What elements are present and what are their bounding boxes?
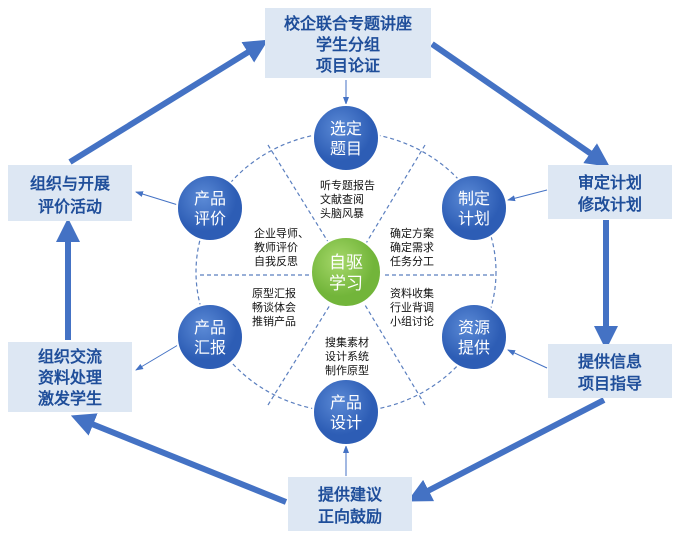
svg-text:组织与开展评价活动: 组织与开展评价活动	[30, 174, 111, 216]
node-product-evaluate: 产品评价	[176, 174, 244, 242]
activities-select: 听专题报告文献查阅头脑风暴	[320, 178, 375, 220]
box-right-top: 审定计划修改计划	[548, 165, 672, 219]
node-make-plan: 制定计划	[440, 174, 508, 242]
activities-evaluate: 企业导师、教师评价自我反思	[254, 226, 309, 268]
box-bottom: 提供建议正向鼓励	[288, 477, 412, 531]
box-left-bottom: 组织交流资料处理激发学生	[8, 342, 132, 412]
svg-text:选定题目: 选定题目	[330, 119, 362, 158]
svg-text:自驱学习: 自驱学习	[329, 253, 363, 294]
svg-text:审定计划修改计划: 审定计划修改计划	[577, 173, 642, 214]
svg-text:制定计划: 制定计划	[458, 189, 490, 228]
node-product-design: 产品设计	[312, 378, 380, 446]
node-select-topic: 选定题目	[312, 104, 380, 172]
svg-text:产品评价: 产品评价	[194, 189, 226, 228]
svg-text:提供建议正向鼓励: 提供建议正向鼓励	[318, 485, 383, 526]
cycle-arrows	[56, 39, 618, 505]
activities-report: 原型汇报畅谈体会推销产品	[252, 286, 296, 328]
activities-resource: 资料收集行业背调小组讨论	[390, 286, 434, 328]
activities-plan: 确定方案确定需求任务分工	[390, 226, 434, 268]
svg-text:产品设计: 产品设计	[330, 393, 362, 432]
activities-design: 搜集素材设计系统制作原型	[325, 335, 369, 377]
node-resource: 资源提供	[440, 303, 508, 371]
box-top: 校企联合专题讲座学生分组项目论证	[265, 8, 431, 78]
node-product-report: 产品汇报	[176, 303, 244, 371]
svg-text:组织交流资料处理激发学生: 组织交流资料处理激发学生	[38, 347, 102, 408]
connector-arrows	[135, 80, 548, 476]
svg-text:产品汇报: 产品汇报	[194, 318, 226, 357]
box-right-bottom: 提供信息项目指导	[548, 344, 672, 398]
svg-text:提供信息项目指导: 提供信息项目指导	[578, 352, 642, 393]
divider-lines	[200, 144, 495, 406]
node-center: 自驱学习	[310, 236, 382, 308]
svg-text:资源提供: 资源提供	[458, 318, 490, 357]
box-left-top: 组织与开展评价活动	[8, 165, 132, 221]
svg-text:校企联合专题讲座学生分组项目论证: 校企联合专题讲座学生分组项目论证	[284, 14, 412, 75]
